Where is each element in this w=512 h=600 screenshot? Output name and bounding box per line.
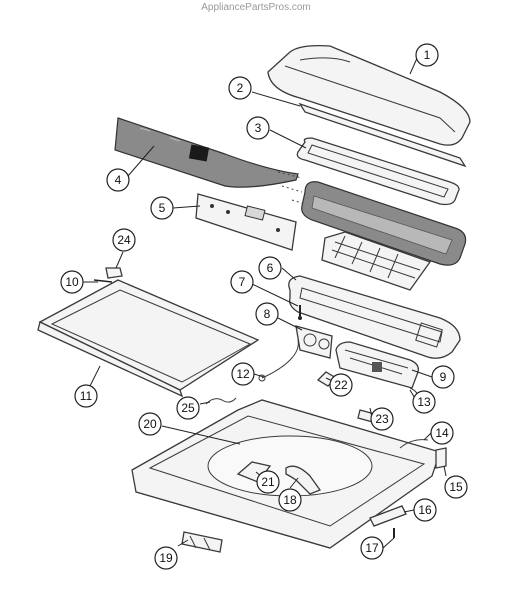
svg-text:21: 21 — [261, 475, 275, 489]
part-25-wire — [205, 397, 237, 405]
callout-17: 17 — [360, 536, 384, 560]
callout-21: 21 — [256, 470, 280, 494]
svg-text:25: 25 — [181, 401, 195, 415]
callout-18: 18 — [278, 488, 302, 512]
svg-text:15: 15 — [449, 480, 463, 494]
callout-15: 15 — [444, 475, 468, 499]
part-1-console-cover — [267, 44, 471, 146]
svg-text:18: 18 — [283, 493, 297, 507]
svg-text:12: 12 — [236, 367, 250, 381]
callout-9: 9 — [431, 365, 455, 389]
leader-lines — [83, 55, 447, 549]
callout-20: 20 — [138, 412, 162, 436]
callout-2: 2 — [228, 76, 252, 100]
part-10-pin — [93, 279, 113, 283]
svg-text:6: 6 — [267, 261, 274, 275]
callout-10: 10 — [60, 270, 84, 294]
svg-text:24: 24 — [117, 233, 131, 247]
part-19-hinge-bracket — [181, 531, 223, 553]
control-board-assembly — [321, 231, 432, 291]
part-18-hose — [285, 465, 322, 495]
watermark: AppliancePartsPros.com — [201, 2, 311, 13]
svg-text:17: 17 — [365, 541, 379, 555]
part-21-dispenser — [236, 461, 272, 483]
svg-text:10: 10 — [65, 275, 79, 289]
svg-text:19: 19 — [159, 551, 173, 565]
callout-14: 14 — [430, 421, 454, 445]
callout-12: 12 — [231, 362, 255, 386]
svg-text:8: 8 — [264, 307, 271, 321]
svg-text:9: 9 — [440, 370, 447, 384]
svg-text:5: 5 — [159, 201, 166, 215]
callout-1: 1 — [415, 43, 439, 67]
callout-6: 6 — [258, 256, 282, 280]
svg-text:23: 23 — [375, 412, 389, 426]
part-16-bracket — [369, 505, 407, 527]
svg-text:16: 16 — [418, 503, 432, 517]
callout-24: 24 — [112, 228, 136, 252]
part-4-control-overlay — [114, 117, 299, 188]
callout-13: 13 — [412, 390, 436, 414]
svg-text:20: 20 — [143, 417, 157, 431]
part-7-screw — [298, 305, 302, 320]
part-6-console-frame — [288, 275, 461, 359]
svg-text:2: 2 — [237, 81, 244, 95]
svg-text:7: 7 — [239, 275, 246, 289]
part-24-hinge — [105, 267, 123, 279]
callout-8: 8 — [255, 302, 279, 326]
callout-7: 7 — [230, 270, 254, 294]
part-5-control-panel — [195, 193, 297, 251]
svg-text:13: 13 — [417, 395, 431, 409]
callout-25: 25 — [176, 396, 200, 420]
svg-text:3: 3 — [255, 121, 262, 135]
part-12-wire-harness — [258, 339, 299, 382]
callout-23: 23 — [370, 407, 394, 431]
callout-4: 4 — [106, 168, 130, 192]
svg-text:22: 22 — [334, 378, 348, 392]
callout-16: 16 — [413, 498, 437, 522]
svg-text:4: 4 — [115, 173, 122, 187]
part-11-lid — [37, 279, 260, 398]
part-3-glass-lens — [301, 181, 467, 266]
part-15-latch — [435, 447, 447, 469]
svg-text:1: 1 — [424, 48, 431, 62]
callout-3: 3 — [246, 116, 270, 140]
part-8-actuator — [295, 325, 333, 359]
part-14-wire — [399, 439, 429, 449]
svg-text:11: 11 — [80, 389, 93, 403]
callout-11: 11 — [74, 384, 98, 408]
callout-19: 19 — [154, 546, 178, 570]
svg-text:14: 14 — [435, 426, 449, 440]
part-2-strip — [298, 102, 467, 168]
callout-22: 22 — [329, 373, 353, 397]
part-3-window-frame — [296, 137, 460, 206]
callout-5: 5 — [150, 196, 174, 220]
